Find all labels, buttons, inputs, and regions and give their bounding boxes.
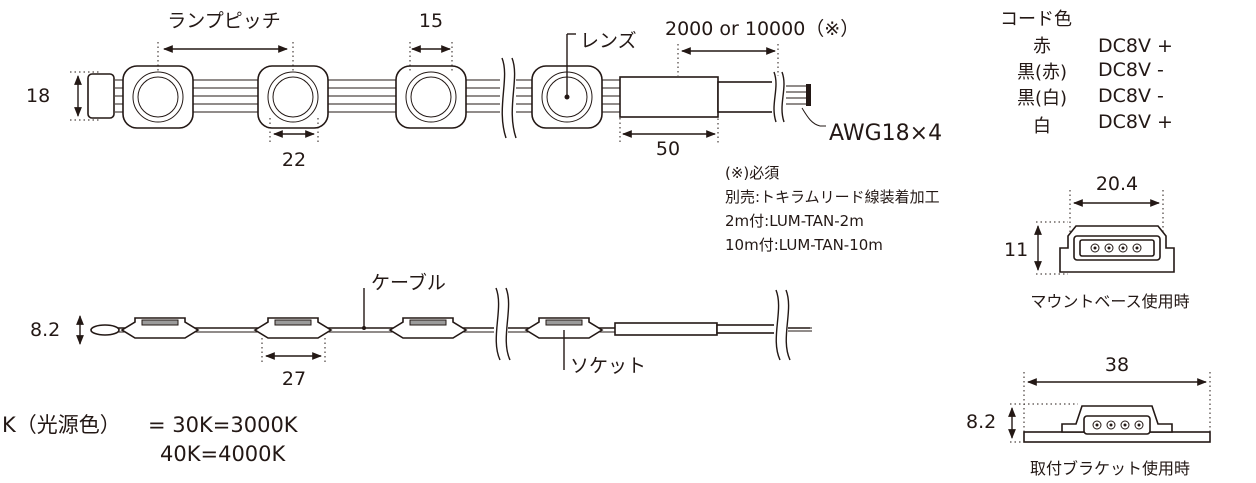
awg-label: AWG18×4 (829, 121, 942, 146)
side-heat-shrink (614, 322, 718, 336)
socket (120, 317, 200, 339)
cord-voltage: DC8V + (1098, 111, 1173, 133)
cord-voltage: DC8V + (1098, 35, 1173, 57)
break-mark (500, 57, 517, 139)
note-sold-separately: 別売:トキラムリード線装着加工 (725, 188, 940, 206)
lamp-module (395, 65, 467, 129)
break-mark (772, 71, 786, 123)
cord-voltage: DC8V - (1098, 85, 1164, 107)
socket (253, 317, 333, 339)
socket (524, 317, 604, 339)
cord-voltage: DC8V - (1098, 59, 1164, 81)
socket (388, 317, 468, 339)
lead-wires (786, 84, 811, 106)
height-82-label: 8.2 (30, 319, 60, 341)
side-view-strip: ケーブル 8.2 27 ソケット (30, 271, 812, 390)
color-temperature: K（光源色） = 30K=3000K 40K=4000K (2, 413, 299, 466)
cord-color-table: コード色 赤 DC8V + 黒(赤) DC8V - 黒(白) DC8V - 白 … (1000, 9, 1173, 137)
break-mark (774, 289, 791, 361)
bracket-height-label: 8.2 (966, 411, 996, 433)
end-cap (87, 73, 115, 119)
bracket-width-label: 38 (1105, 354, 1129, 376)
cable-label: ケーブル (371, 271, 446, 294)
width-22-label: 22 (282, 149, 306, 171)
cord-color-title: コード色 (1000, 9, 1072, 30)
cord-color-name: 赤 (1033, 36, 1051, 57)
cable-sheath (717, 81, 781, 113)
side-end-cap (90, 324, 120, 336)
side-cable-sheath (716, 324, 778, 334)
mount-height-label: 11 (1004, 239, 1028, 261)
mount-base-view: 20.4 11 マウントベース使用時 (1004, 173, 1190, 311)
cord-color-name: 黒(赤) (1017, 62, 1067, 83)
note-required: (※)必須 (725, 164, 779, 182)
width-15-label: 15 (419, 10, 443, 32)
height-18-label: 18 (26, 85, 50, 107)
color-temp-40k: 40K=4000K (160, 442, 287, 466)
top-view-strip: ランプピッチ 15 レンズ 2000 or 10000（※） 18 22 50 … (26, 10, 942, 171)
length-50-label: 50 (656, 138, 680, 160)
cable-length-label: 2000 or 10000（※） (665, 18, 859, 40)
cord-color-name: 白 (1033, 116, 1051, 137)
cord-color-name: 黒(白) (1017, 88, 1067, 109)
color-temp-label: K（光源色） (2, 413, 121, 437)
socket-label: ソケット (570, 355, 646, 377)
notes: (※)必須 別売:トキラムリード線装着加工 2m付:LUM-TAN-2m 10m… (725, 164, 940, 254)
lamp-pitch-label: ランプピッチ (167, 10, 280, 32)
heat-shrink (619, 76, 719, 118)
lamp-module (122, 65, 194, 129)
mount-caption: マウントベース使用時 (1030, 292, 1189, 311)
lens-label: レンズ (580, 30, 637, 52)
bracket-caption: 取付ブラケット使用時 (1030, 459, 1190, 478)
awg-leader (801, 107, 821, 127)
lamp-module (257, 65, 329, 129)
mount-width-label: 20.4 (1096, 173, 1138, 195)
note-10m: 10m付:LUM-TAN-10m (725, 236, 883, 254)
break-mark (494, 287, 511, 361)
pitch-27-label: 27 (282, 368, 306, 390)
color-temp-30k: = 30K=3000K (148, 413, 299, 437)
bracket-view: 38 8.2 取付ブラケット使用時 (966, 354, 1211, 478)
note-2m: 2m付:LUM-TAN-2m (725, 212, 864, 230)
